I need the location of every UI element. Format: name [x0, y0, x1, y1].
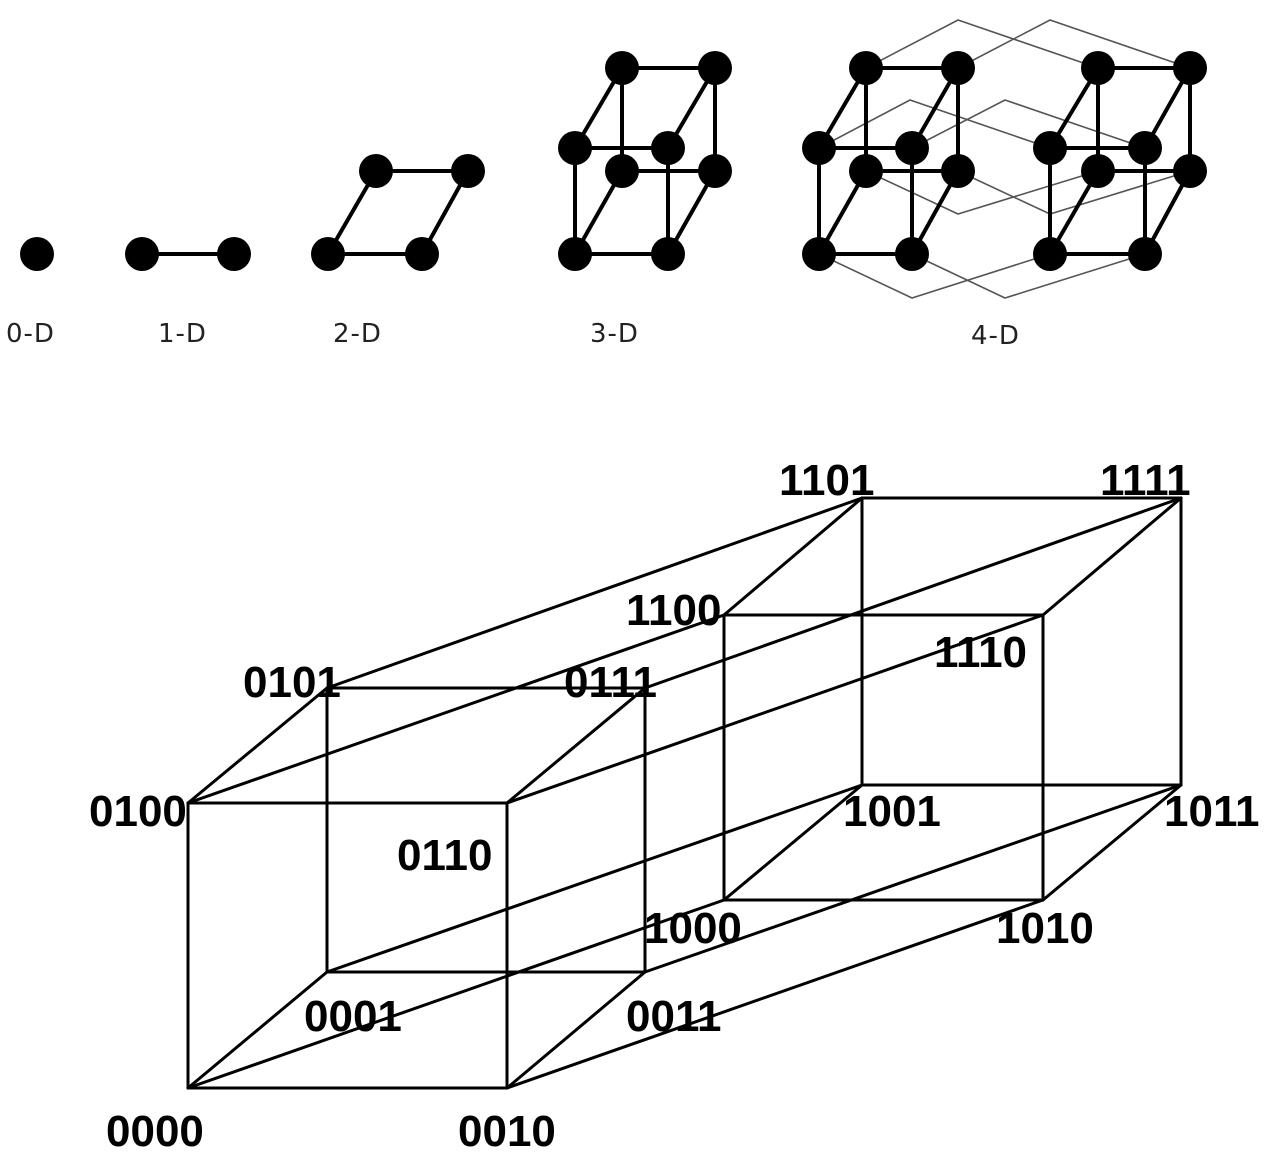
dimension-label-1d: 1-D	[158, 319, 207, 349]
node	[1173, 51, 1207, 85]
edge	[1041, 783, 1183, 902]
node	[895, 131, 929, 165]
edge	[722, 783, 864, 902]
vertex-label-1110: 1110	[934, 628, 1027, 677]
edge	[325, 496, 864, 690]
edge	[818, 99, 1051, 149]
vertex-label-0101: 0101	[243, 658, 341, 707]
node	[698, 154, 732, 188]
edge	[505, 686, 647, 805]
vertex-label-1000: 1000	[644, 904, 742, 953]
three-d-cube	[558, 51, 732, 271]
node	[451, 154, 485, 188]
node	[651, 237, 685, 271]
tesseract-right-cube	[1033, 51, 1207, 271]
edge	[865, 170, 1099, 215]
edge	[186, 898, 726, 1090]
node	[217, 237, 251, 271]
node	[849, 154, 883, 188]
node	[895, 237, 929, 271]
node	[1033, 237, 1067, 271]
edge	[722, 496, 864, 617]
node	[605, 51, 639, 85]
vertex-label-1010: 1010	[996, 904, 1094, 953]
edge	[865, 19, 1099, 69]
vertex-label-0010: 0010	[458, 1107, 556, 1156]
dimension-sequence: 0-D 1-D 2-D	[6, 19, 1207, 351]
node	[651, 131, 685, 165]
vertex-label-0011: 0011	[626, 992, 721, 1041]
node	[605, 154, 639, 188]
tesseract-left-cube	[802, 51, 975, 271]
edge	[186, 686, 329, 805]
vertex-label-1111: 1111	[1100, 456, 1191, 505]
vertex-label-1011: 1011	[1164, 787, 1259, 836]
edge	[818, 253, 1051, 299]
edge	[957, 170, 1191, 215]
vertex-label-0100: 0100	[89, 787, 187, 836]
edge	[186, 970, 329, 1090]
edge	[505, 970, 647, 1090]
node	[1033, 131, 1067, 165]
dimension-label-2d: 2-D	[333, 319, 382, 349]
node	[941, 51, 975, 85]
dimension-label-0d: 0-D	[6, 319, 55, 349]
one-d-segment	[125, 237, 251, 271]
edge	[643, 496, 1183, 690]
node	[849, 51, 883, 85]
node	[698, 51, 732, 85]
edge	[1041, 496, 1183, 617]
node	[558, 237, 592, 271]
hypercube-edges	[186, 496, 1183, 1090]
node	[558, 131, 592, 165]
node	[1128, 237, 1162, 271]
node	[1081, 51, 1115, 85]
vertex-label-1100: 1100	[626, 586, 721, 635]
edge	[957, 19, 1191, 69]
node	[311, 237, 345, 271]
vertex-label-0001: 0001	[304, 992, 402, 1041]
vertex-label-1101: 1101	[779, 456, 874, 505]
edge	[325, 783, 864, 974]
edge	[505, 613, 1045, 805]
node	[1081, 154, 1115, 188]
node	[1173, 154, 1207, 188]
edge	[911, 253, 1146, 299]
hypercube-vertex-labels: 0000 0010 0001 0011 0100 0110 0101 0111 …	[89, 456, 1259, 1156]
node	[405, 237, 439, 271]
four-d-tesseract	[802, 19, 1207, 299]
node	[802, 131, 836, 165]
node	[941, 154, 975, 188]
edge	[186, 613, 726, 805]
node	[1128, 131, 1162, 165]
node	[359, 154, 393, 188]
vertex-label-0000: 0000	[106, 1107, 204, 1156]
zero-d-point	[20, 237, 54, 271]
node	[802, 237, 836, 271]
node	[20, 237, 54, 271]
vertex-label-0110: 0110	[397, 831, 492, 880]
node	[125, 237, 159, 271]
vertex-label-0111: 0111	[564, 658, 657, 707]
edge	[505, 898, 1045, 1090]
labeled-hypercube: 0000 0010 0001 0011 0100 0110 0101 0111 …	[89, 456, 1259, 1156]
vertex-label-1001: 1001	[843, 787, 941, 836]
two-d-square	[311, 154, 485, 271]
dimension-label-3d: 3-D	[590, 319, 639, 349]
dimension-label-4d: 4-D	[971, 321, 1020, 351]
edge	[643, 783, 1183, 974]
